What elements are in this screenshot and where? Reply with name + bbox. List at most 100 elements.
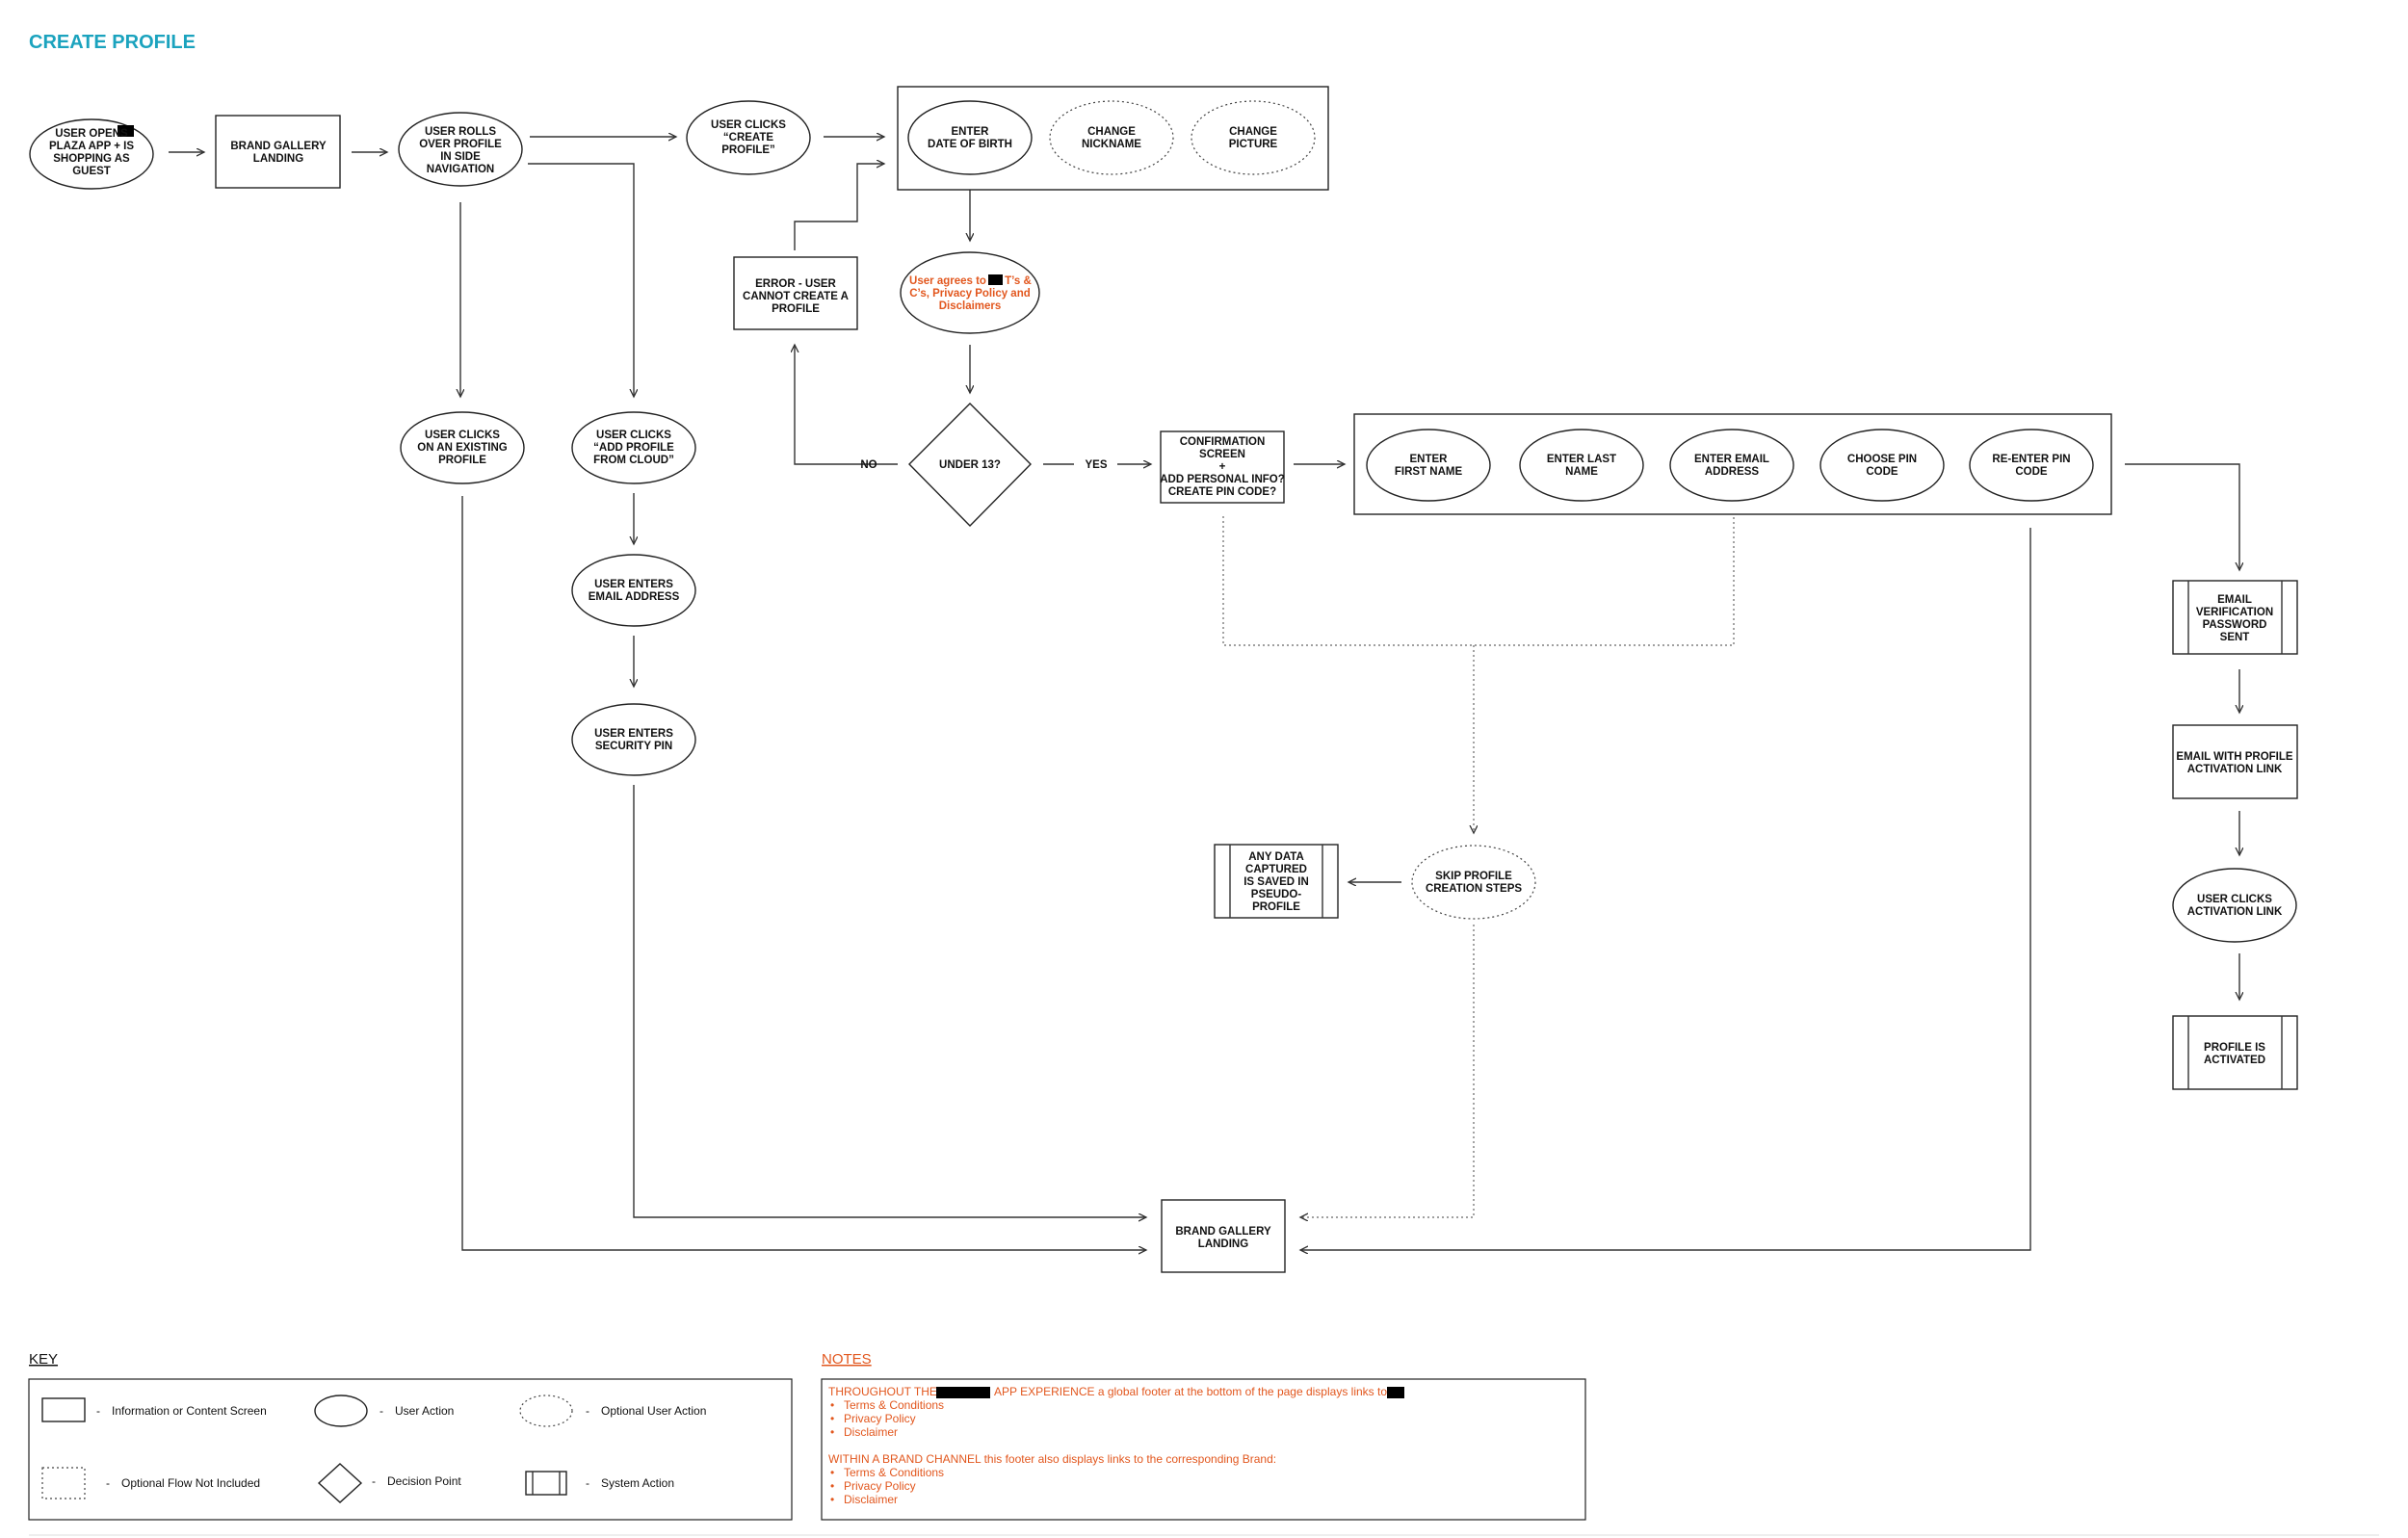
node-label-line: IN SIDE <box>440 151 481 163</box>
node-label-line: CAPTURED <box>1245 864 1307 875</box>
node-label-line: USER ENTERS <box>594 579 673 590</box>
node-label-line: VERIFICATION <box>2196 607 2273 618</box>
svg-text:C’s, Privacy Policy and: C’s, Privacy Policy and <box>909 288 1031 300</box>
svg-text:T’s &: T’s & <box>1005 275 1032 287</box>
node-label-line: SKIP PROFILE <box>1435 871 1512 882</box>
redaction-block <box>1387 1387 1404 1398</box>
key-dotted-ellipse-icon <box>519 1395 573 1427</box>
node-label-line: NICKNAME <box>1082 139 1141 150</box>
svg-text:•: • <box>830 1479 834 1493</box>
node-label-line: USER CLICKS <box>596 430 671 441</box>
node-label-line: PLAZA APP + IS <box>49 141 134 152</box>
node-label-line: ANY DATA <box>1248 851 1304 863</box>
svg-text:-: - <box>96 1404 100 1418</box>
node-label-line: USER CLICKS <box>425 430 500 441</box>
node-label-line: ENTER EMAIL <box>1694 454 1769 465</box>
node-label-line: CANNOT CREATE A <box>743 291 849 302</box>
node-label-line: ACTIVATED <box>2204 1055 2265 1066</box>
node-label-line: GUEST <box>72 166 111 177</box>
node-label-line: EMAIL ADDRESS <box>589 591 680 603</box>
node-label-line: USER CLICKS <box>711 119 786 131</box>
node-label-line: USER OPENS <box>55 128 128 140</box>
node-label-line: SHOPPING AS <box>53 153 130 165</box>
redaction-block <box>936 1387 990 1398</box>
key-item-user-action: User Action <box>395 1404 454 1418</box>
svg-text:•: • <box>830 1493 834 1506</box>
svg-text:-: - <box>372 1474 376 1488</box>
node-label-line: “ADD PROFILE <box>593 442 674 454</box>
node-label-line: ENTER LAST <box>1547 454 1616 465</box>
label-yes: YES <box>1085 459 1107 471</box>
node-label-line: ENTER <box>1410 454 1449 465</box>
node-label-line: BRAND GALLERY <box>1175 1226 1271 1238</box>
node-label-line: ADD PERSONAL INFO? <box>1160 474 1285 485</box>
node-label-line: OVER PROFILE <box>419 139 502 150</box>
svg-text:•: • <box>830 1425 834 1439</box>
node-label-line: CHANGE <box>1229 126 1277 138</box>
svg-text:•: • <box>830 1466 834 1479</box>
svg-text:APP EXPERIENCE a global footer: APP EXPERIENCE a global footer at the bo… <box>994 1385 1387 1398</box>
svg-text:User agrees to: User agrees to <box>909 275 986 287</box>
svg-text:Disclaimers: Disclaimers <box>939 300 1002 312</box>
key-item-decision-point: Decision Point <box>387 1474 461 1488</box>
node-label-line: EMAIL WITH PROFILE <box>2176 751 2293 763</box>
notes-list2-item: Disclaimer <box>844 1493 898 1506</box>
key-item-optional-flow: Optional Flow Not Included <box>121 1476 260 1490</box>
svg-text:-: - <box>106 1476 110 1490</box>
svg-text:UNDER 13?: UNDER 13? <box>939 459 1001 471</box>
redaction-block <box>988 274 1003 285</box>
node-label-line: RE-ENTER PIN <box>1992 454 2070 465</box>
key-heading: KEY <box>29 1351 58 1368</box>
node-label-line: ACTIVATION LINK <box>2187 764 2283 775</box>
node-label-line: PROFILE IS <box>2204 1042 2265 1054</box>
node-label-line: CONFIRMATION <box>1180 436 1266 448</box>
node-label-line: ACTIVATION LINK <box>2187 906 2283 918</box>
node-decision-under-13: UNDER 13? <box>908 403 1032 527</box>
node-label-line: PROFILE <box>1252 901 1300 913</box>
key-box: - Information or Content Screen - User A… <box>28 1378 793 1521</box>
label-no: NO <box>860 459 877 471</box>
connectors <box>169 137 2239 1250</box>
svg-text:-: - <box>586 1404 589 1418</box>
notes-box: THROUGHOUT THE APP EXPERIENCE a global f… <box>821 1378 1586 1521</box>
notes-list1-item: Disclaimer <box>844 1425 898 1439</box>
key-rect-icon <box>41 1397 86 1422</box>
node-label-line: PROFILE <box>438 455 486 466</box>
page-title: CREATE PROFILE <box>29 32 196 53</box>
node-label-line: USER ENTERS <box>594 728 673 740</box>
redaction-block <box>118 125 134 137</box>
